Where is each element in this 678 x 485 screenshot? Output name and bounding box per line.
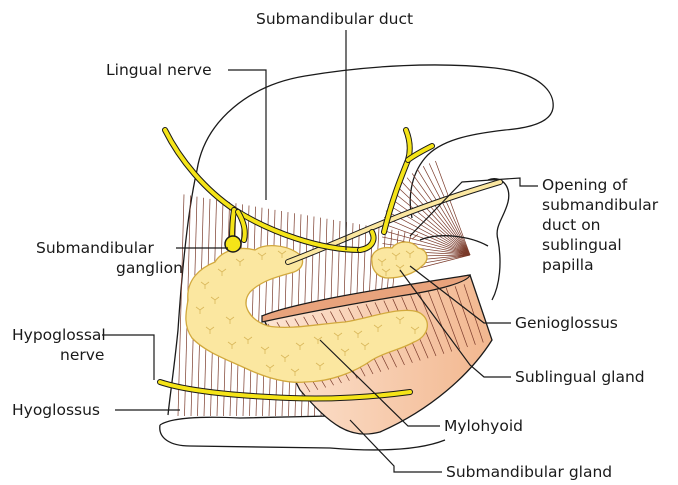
label-lingual-nerve: Lingual nerve xyxy=(106,61,212,79)
label-sublingual-gland: Sublingual gland xyxy=(515,368,645,386)
label-opening-line1: Opening of xyxy=(542,176,628,194)
label-hypoglossal-1: Hypoglossal xyxy=(12,326,106,344)
label-hyoglossus: Hyoglossus xyxy=(12,401,100,419)
label-opening-line4: sublingual xyxy=(542,236,622,254)
label-hypoglossal-2: nerve xyxy=(60,346,104,364)
label-opening-line3: duct on xyxy=(542,216,601,234)
label-opening-line2: submandibular xyxy=(542,196,659,214)
fiber-line xyxy=(423,166,470,255)
label-submandibular-ganglion-1: Submandibular xyxy=(36,239,155,257)
label-opening-line5: papilla xyxy=(542,256,594,274)
label-submandibular-gland: Submandibular gland xyxy=(446,463,612,481)
label-submandibular-duct: Submandibular duct xyxy=(256,10,413,28)
submandibular-ganglion xyxy=(225,236,241,252)
label-genioglossus: Genioglossus xyxy=(515,314,618,332)
label-submandibular-ganglion-2: ganglion xyxy=(116,259,183,277)
label-mylohyoid: Mylohyoid xyxy=(444,417,523,435)
